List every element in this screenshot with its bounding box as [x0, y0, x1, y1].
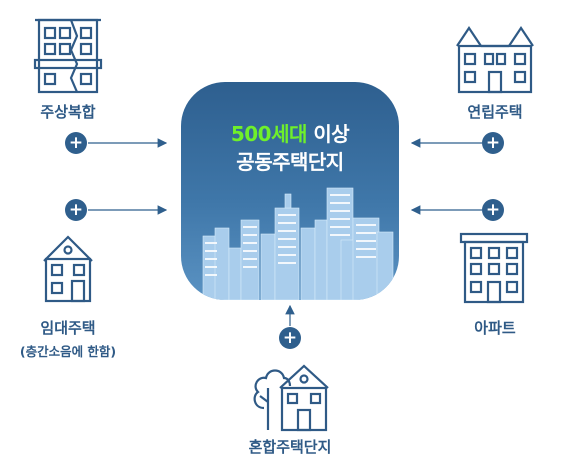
townhouse-label: 연립주택	[467, 103, 523, 121]
mixed-use-building-icon	[33, 16, 103, 94]
apartment-label: 아파트	[474, 319, 516, 337]
apartment-building-icon	[459, 232, 529, 304]
mixed-complex-label: 혼합주택단지	[248, 438, 332, 456]
center-highlight: 500세대	[230, 122, 308, 146]
rental-house-icon	[40, 233, 96, 303]
center-title-rest: 이상	[306, 122, 350, 146]
townhouse-plus-button[interactable]: +	[482, 132, 504, 154]
rental-label: 임대주택	[40, 319, 96, 337]
center-title-line1: 500세대 이상	[181, 118, 399, 147]
townhouse-icon	[455, 22, 535, 94]
city-skyline-icon	[202, 187, 394, 300]
mixed-use-plus-button[interactable]: +	[65, 132, 87, 154]
apartment-plus-button[interactable]: +	[482, 199, 504, 221]
mixed-use-label: 주상복합	[40, 103, 96, 121]
center-title-line2: 공동주택단지	[236, 150, 344, 174]
mixed-complex-house-tree-icon	[250, 358, 332, 432]
center-card: 500세대 이상 공동주택단지	[181, 82, 399, 300]
mixed-complex-plus-button[interactable]: +	[279, 327, 301, 349]
rental-plus-button[interactable]: +	[65, 199, 87, 221]
rental-note: (층간소음에 한함)	[19, 344, 117, 359]
